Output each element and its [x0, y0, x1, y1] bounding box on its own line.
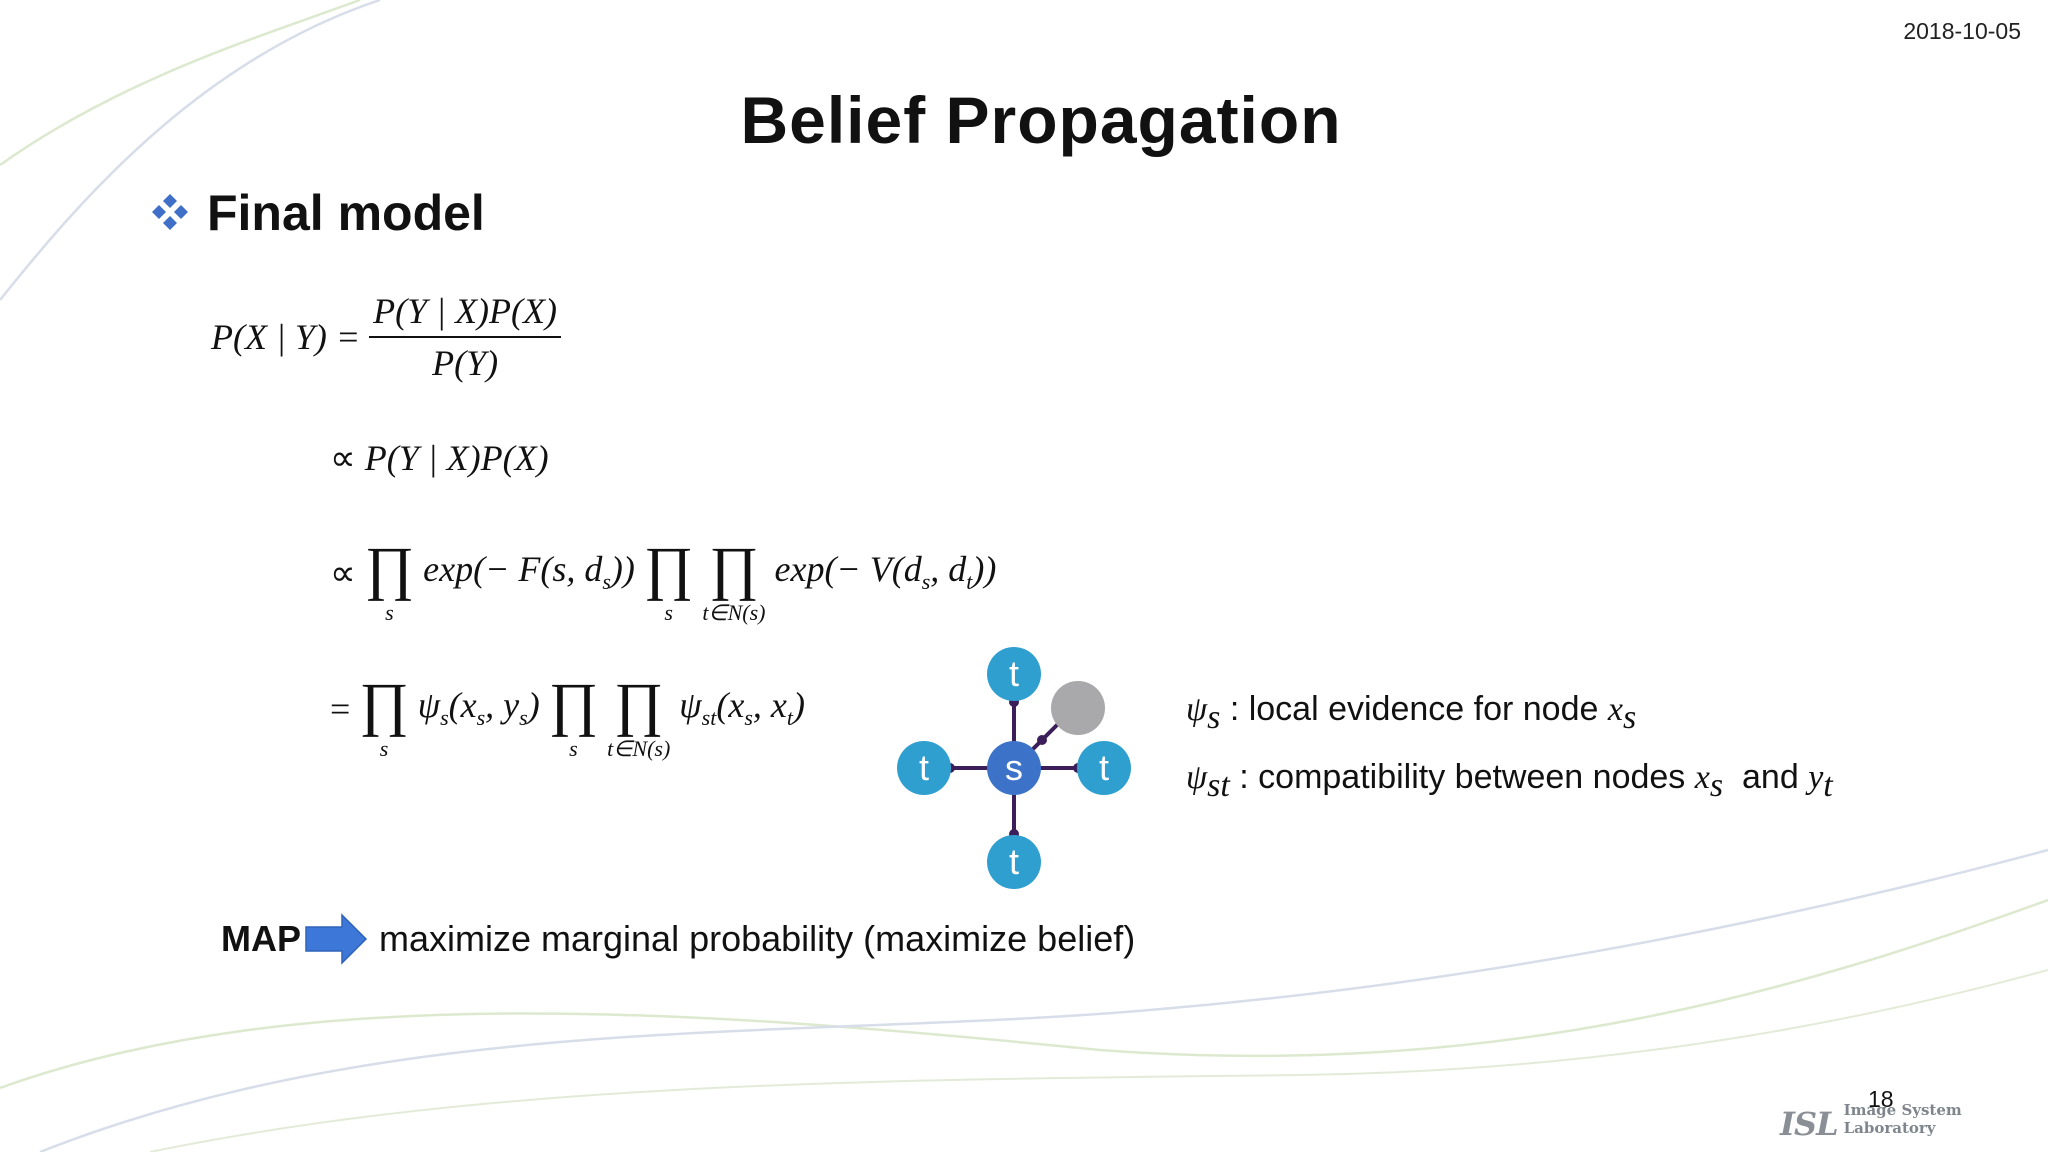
legend-local-evidence: ψs : local evidence for node xs [1186, 690, 1637, 736]
eq4-rel: = [330, 689, 351, 729]
eq3-product-s: ∏ s [364, 535, 415, 625]
section-heading: Final model [207, 185, 485, 241]
eq4-product-t: ∏ t∈N(s) [607, 671, 671, 761]
evidence-node [1051, 681, 1105, 735]
node-label-right: t [1099, 747, 1109, 788]
eq1-fraction: P(Y | X)P(X) P(Y) [369, 290, 562, 384]
slide-title: Belief Propagation [740, 83, 1342, 157]
legend-compatibility: ψst : compatibility between nodes xs and… [1186, 758, 1833, 804]
neighbor-node-bottom [987, 835, 1041, 889]
eq4-product-s2: ∏ s [548, 671, 599, 761]
eq3-product-s2: ∏ s [643, 535, 694, 625]
neighbor-node-left [897, 741, 951, 795]
eq1-denominator: P(Y) [432, 343, 499, 383]
equation-proportional: ∝ P(Y | X)P(X) [330, 437, 549, 479]
node-label-top: t [1009, 653, 1019, 694]
neighbor-node-right [1077, 741, 1131, 795]
eq3-term1: exp(− F(s, ds)) [423, 549, 635, 595]
logo-abbr: ISL [1780, 1105, 1839, 1143]
node-label-center: s [1005, 747, 1023, 788]
diamond-bullet-icon [152, 194, 188, 230]
eq4-term2: ψst(xs, xt) [679, 685, 805, 731]
eq2-expr: P(Y | X)P(X) [364, 438, 549, 478]
map-label: MAP [221, 918, 301, 959]
page-number: 18 [1868, 1086, 1894, 1112]
eq1-numerator: P(Y | X)P(X) [369, 290, 562, 338]
equation-bayes: P(X | Y) = P(Y | X)P(X) P(Y) [211, 290, 562, 384]
node-label-left: t [919, 747, 929, 788]
eq1-lhs: P(X | Y) = [211, 317, 361, 357]
map-description: maximize marginal probability (maximize … [379, 918, 1136, 959]
neighbor-node-top [987, 647, 1041, 701]
eq3-product-t: ∏ t∈N(s) [702, 535, 766, 625]
eq2-rel: ∝ [330, 438, 356, 478]
equation-energy: ∝ ∏ s exp(− F(s, ds)) ∏ s ∏ t∈N(s) exp(−… [330, 538, 996, 626]
eq4-product-s: ∏ s [359, 671, 409, 761]
center-node [987, 741, 1041, 795]
eq3-rel: ∝ [330, 553, 356, 593]
right-arrow-icon [305, 913, 368, 965]
eq3-term2: exp(− V(ds, dt)) [774, 549, 997, 595]
node-label-bottom: t [1009, 841, 1019, 882]
eq4-term1: ψs(xs, ys) [417, 685, 540, 731]
lab-logo: ISL Image System Laboratory [1780, 1101, 2042, 1143]
equation-potentials: = ∏ s ψs(xs, ys) ∏ s ∏ t∈N(s) ψst(xs, xt… [330, 674, 805, 762]
slide-date: 2018-10-05 [1903, 18, 2021, 44]
mrf-graph-diagram: t t t t s [897, 647, 1131, 889]
logo-text: Image System Laboratory [1843, 1101, 1962, 1137]
